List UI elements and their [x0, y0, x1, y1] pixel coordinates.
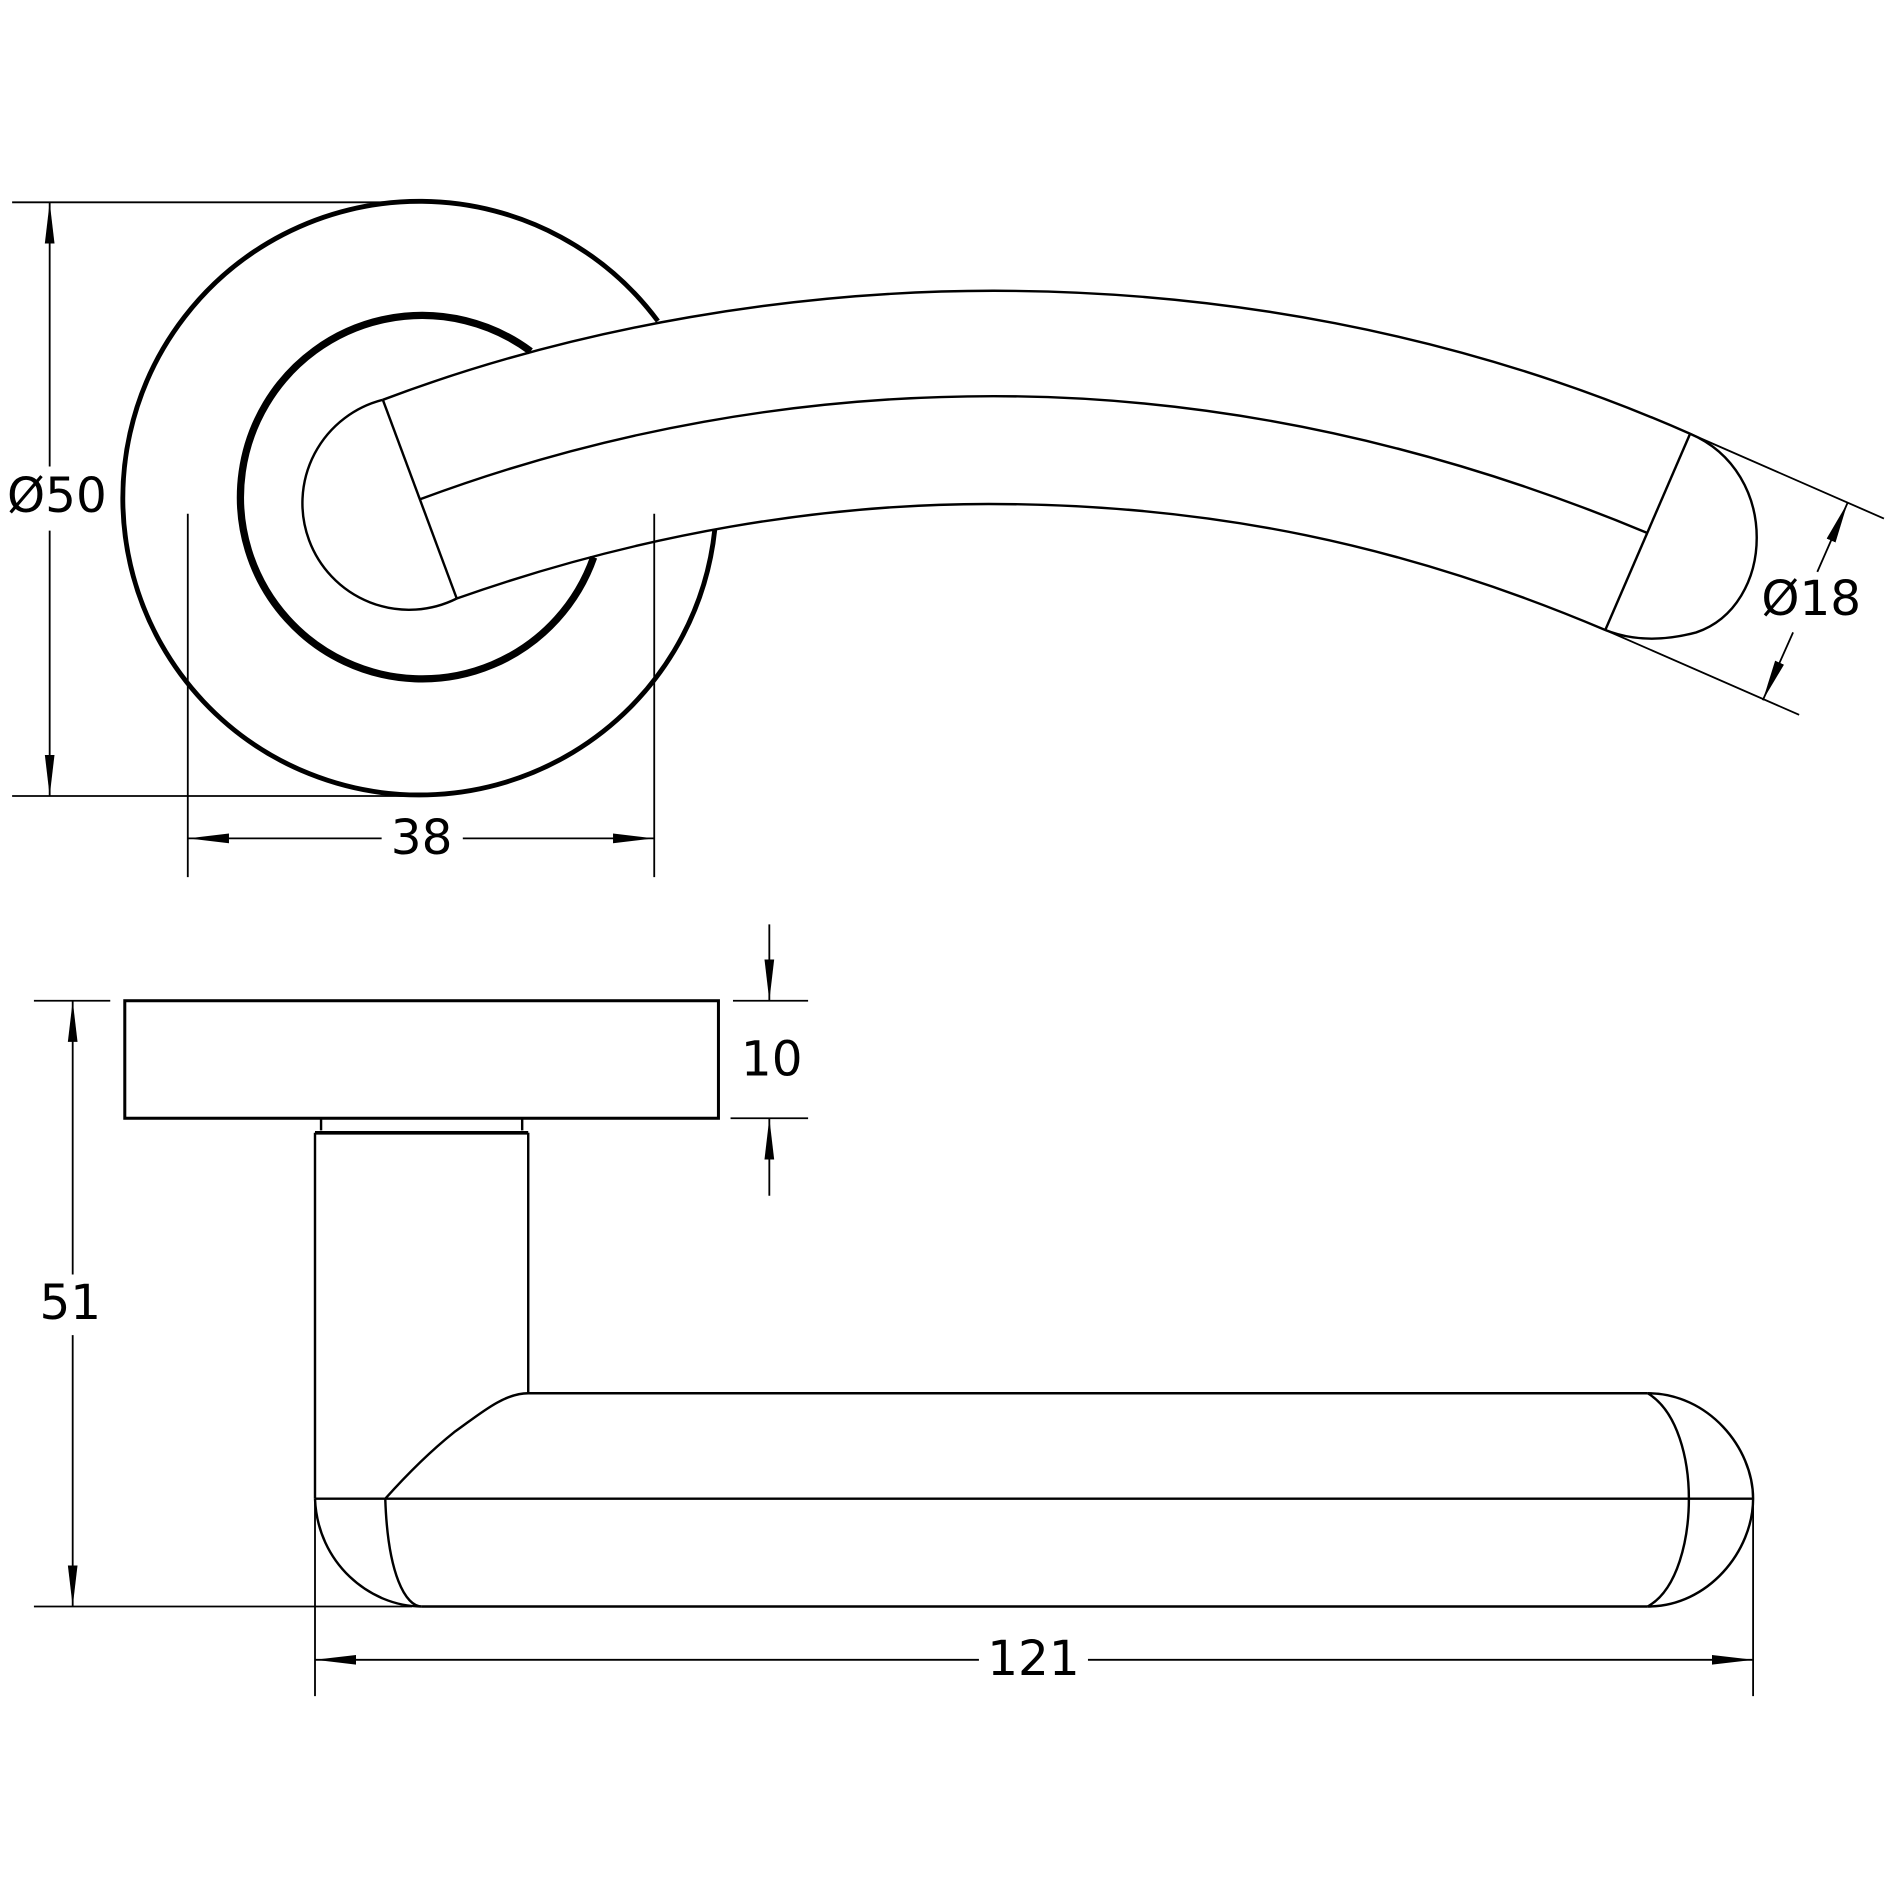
- lever-bottom-edge: [456, 502, 1606, 632]
- dimension-rose-thickness: 10: [730, 924, 809, 1196]
- lever-base-circle: [301, 398, 458, 611]
- side-view: 10 51 121: [33, 924, 1755, 1697]
- lever-base-seam: [381, 399, 458, 599]
- lever-end-cap: [1604, 432, 1758, 640]
- rose-diameter-label: Ø50: [7, 468, 107, 524]
- lever-shank: [313, 1132, 530, 1499]
- rose-inner-ring: [236, 311, 598, 683]
- projection-label: 51: [39, 1275, 101, 1331]
- rose-thickness-label: 10: [741, 1032, 803, 1088]
- lever-center-line: [419, 394, 1649, 535]
- dimension-projection: 51: [33, 999, 412, 1608]
- dimension-rose-diameter: Ø50: [7, 201, 421, 797]
- rose-outer-outline: [120, 198, 718, 798]
- lever-top-edge: [382, 289, 1691, 435]
- rose-neck: [319, 1118, 524, 1131]
- grip-diameter-label: Ø18: [1761, 571, 1861, 627]
- lever-side-top: [384, 1392, 1648, 1500]
- lever-side-left-end: [313, 1498, 422, 1608]
- rose-side-profile: [123, 999, 720, 1120]
- length-label: 121: [987, 1631, 1079, 1687]
- lever-end-seam: [1604, 433, 1692, 631]
- rose-spacing-label: 38: [391, 810, 453, 866]
- dimension-length: 121: [314, 1502, 1755, 1697]
- top-view: Ø50 38 Ø18: [7, 198, 1885, 878]
- dimension-rose-spacing: 38: [186, 513, 656, 878]
- lever-side-right-end: [1647, 1392, 1755, 1608]
- dimension-grip-diameter: Ø18: [1604, 432, 1885, 716]
